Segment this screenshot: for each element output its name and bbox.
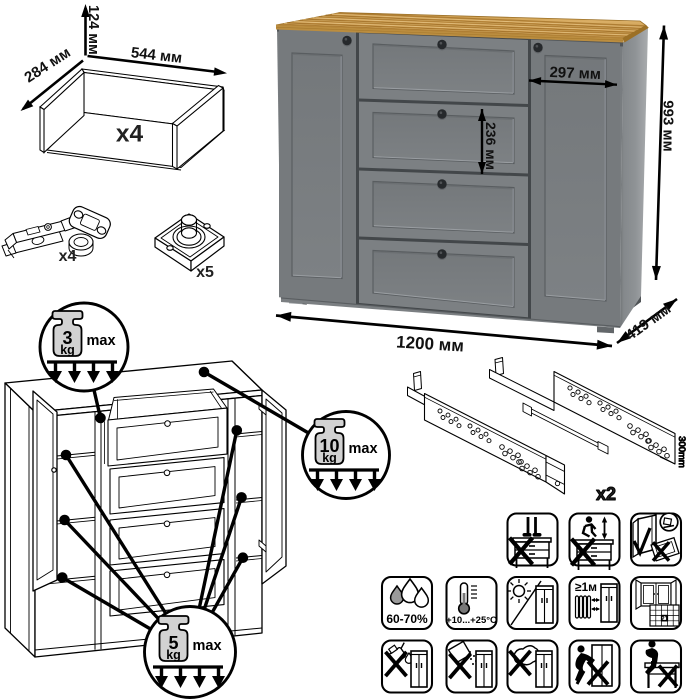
svg-text:x2: x2 xyxy=(596,484,616,504)
svg-text:max: max xyxy=(192,638,221,654)
svg-text:+10...+25°C: +10...+25°C xyxy=(446,615,497,626)
svg-text:3: 3 xyxy=(62,328,72,348)
svg-text:1200 мм: 1200 мм xyxy=(396,332,465,355)
svg-text:5: 5 xyxy=(168,633,178,653)
svg-text:544 мм: 544 мм xyxy=(130,44,183,67)
svg-text:kg: kg xyxy=(166,648,181,662)
svg-text:10: 10 xyxy=(319,436,339,456)
svg-text:x4: x4 xyxy=(116,121,144,148)
svg-text:300mm: 300mm xyxy=(676,436,687,468)
svg-text:60-70%: 60-70% xyxy=(386,612,428,626)
svg-text:x5: x5 xyxy=(196,264,214,281)
svg-text:124 мм: 124 мм xyxy=(85,5,101,55)
svg-text:236 мм: 236 мм xyxy=(483,122,499,170)
svg-text:21: 21 xyxy=(661,617,668,623)
svg-text:max: max xyxy=(348,441,377,457)
svg-text:max: max xyxy=(86,333,115,349)
svg-text:x4: x4 xyxy=(59,248,77,265)
svg-text:kg: kg xyxy=(60,343,75,357)
svg-text:≥1м: ≥1м xyxy=(575,580,597,594)
svg-text:297 мм: 297 мм xyxy=(549,64,601,83)
svg-text:kg: kg xyxy=(322,451,337,465)
svg-text:993 мм: 993 мм xyxy=(660,100,677,151)
